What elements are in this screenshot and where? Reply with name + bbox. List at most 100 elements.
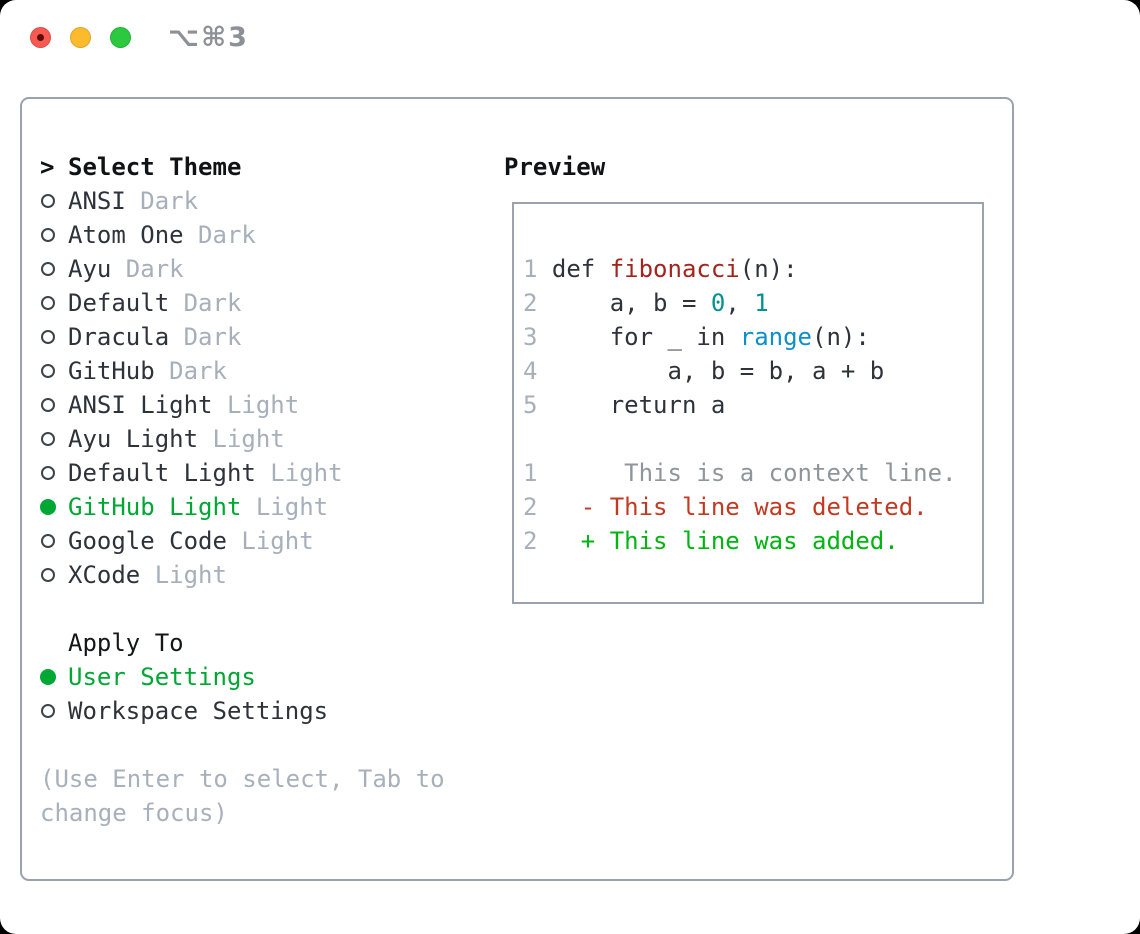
radio-outline-icon [41,704,55,718]
token-ln: 2 [523,527,552,555]
radio-outline-icon [41,466,55,480]
token-add: + This line was added. [551,527,899,555]
theme-name: GitHub [68,357,155,385]
token-ln: 1 [523,255,552,283]
close-button[interactable] [30,27,51,48]
token-ctx: This is a context line. [551,459,957,487]
token-ln: 5 [523,391,552,419]
apply-option-label: Workspace Settings [68,697,329,725]
token-code: a, b = b, a + b [551,357,885,385]
theme-option-ayu-light-light[interactable]: Ayu Light Light [40,422,480,456]
token-del: - This line was deleted. [551,493,928,521]
theme-option-ayu-dark[interactable]: Ayu Dark [40,252,480,286]
token-code: def [551,255,610,283]
theme-option-atom-one-dark[interactable]: Atom One Dark [40,218,480,252]
selected-radio-icon [40,669,68,685]
token-builtin: range [739,323,812,351]
preview-line-3: 3 for _ in range(n): [523,320,982,354]
theme-variant-label: Light [241,493,329,521]
preview-line-5: 5 return a [523,388,982,422]
preview-line-7: 1 This is a context line. [523,456,982,490]
prompt-icon: > [40,153,55,181]
token-ln: 4 [523,357,552,385]
theme-option-ansi-light-light[interactable]: ANSI Light Light [40,388,480,422]
theme-variant-label: Dark [154,357,227,385]
radio-icon [40,466,68,480]
minimize-button[interactable] [70,27,91,48]
apply-to-title: Apply To [68,629,184,657]
theme-option-default-light-light[interactable]: Default Light Light [40,456,480,490]
token-ln: 3 [523,323,552,351]
radio-outline-icon [41,262,55,276]
radio-icon [40,398,68,412]
theme-name: Default [68,289,170,317]
radio-filled-icon [40,669,56,685]
token-num: 1 [754,289,769,317]
select-theme-header-row: > Select Theme [40,150,480,184]
apply-option-label: User Settings [68,663,256,691]
theme-variant-label: Dark [111,255,184,283]
theme-option-google-code-light[interactable]: Google Code Light [40,524,480,558]
radio-icon [40,262,68,276]
radio-outline-icon [41,398,55,412]
title-bar: ⌥⌘3 [0,0,1140,70]
apply-to-header-row: Apply To [40,626,480,660]
token-code: return a [551,391,726,419]
radio-icon [40,364,68,378]
preview-line-8: 2 - This line was deleted. [523,490,982,524]
theme-name: Atom One [68,221,184,249]
theme-option-github-dark[interactable]: GitHub Dark [40,354,480,388]
radio-outline-icon [41,228,55,242]
preview-line-6 [523,422,982,456]
theme-option-github-light-light[interactable]: GitHub Light Light [40,490,480,524]
radio-icon [40,330,68,344]
theme-option-xcode-light[interactable]: XCode Light [40,558,480,592]
apply-option-workspace-settings[interactable]: Workspace Settings [40,694,480,728]
radio-outline-icon [41,330,55,344]
keyboard-hint: (Use Enter to select, Tab to change focu… [40,765,445,827]
apply-option-user-settings[interactable]: User Settings [40,660,480,694]
zoom-button[interactable] [110,27,131,48]
selected-radio-icon [40,499,68,515]
theme-name: Dracula [68,323,170,351]
theme-name: Default Light [68,459,256,487]
theme-variant-label: Dark [183,221,256,249]
theme-variant-label: Light [226,527,314,555]
theme-option-default-dark[interactable]: Default Dark [40,286,480,320]
token-ln: 2 [523,289,552,317]
preview-title: Preview [504,153,606,181]
theme-name: ANSI [68,187,126,215]
token-ln: 2 [523,493,552,521]
theme-option-ansi-dark[interactable]: ANSI Dark [40,184,480,218]
token-code: , [725,289,755,317]
theme-option-dracula-dark[interactable]: Dracula Dark [40,320,480,354]
theme-name: ANSI Light [68,391,213,419]
theme-name: Ayu [68,255,112,283]
radio-icon [40,228,68,242]
theme-name: Ayu Light [68,425,199,453]
theme-variant-label: Dark [125,187,199,215]
preview-line-9: 2 + This line was added. [523,524,982,558]
radio-filled-icon [40,499,56,515]
radio-outline-icon [41,364,55,378]
radio-icon [40,432,68,446]
radio-icon [40,704,68,718]
theme-variant-label: Dark [169,323,242,351]
radio-icon [40,296,68,310]
theme-variant-label: Dark [169,289,242,317]
radio-icon [40,534,68,548]
radio-outline-icon [41,432,55,446]
window-shortcut-label: ⌥⌘3 [168,22,249,53]
select-theme-title: Select Theme [68,153,242,181]
token-code: for _ in [551,323,740,351]
theme-name: GitHub Light [68,493,242,521]
preview-line-1: 1 def fibonacci(n): [523,252,982,286]
radio-outline-icon [41,194,55,208]
